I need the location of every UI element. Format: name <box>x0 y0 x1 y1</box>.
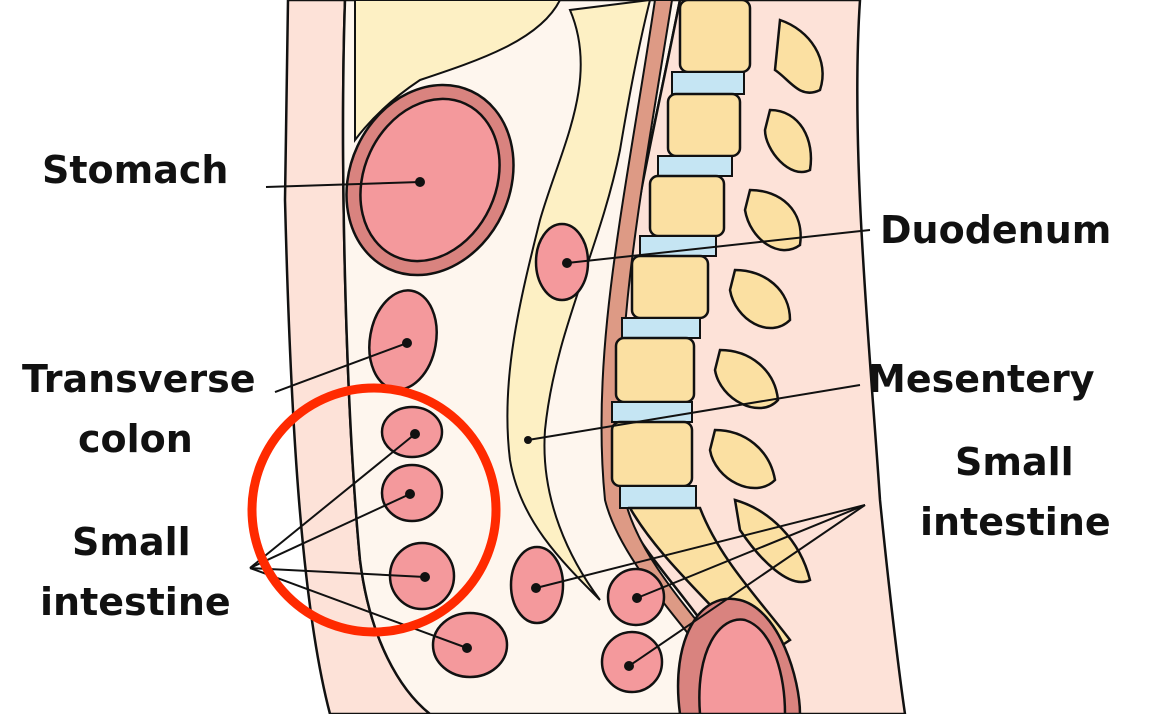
pointer-dots <box>402 177 642 671</box>
label-mesentery: Mesentery <box>868 357 1095 401</box>
label-transverse-colon-line1: Transverse <box>22 357 255 401</box>
rectum <box>676 597 802 714</box>
leader-lines <box>249 181 871 667</box>
duodenum <box>534 222 590 302</box>
omentum-fat <box>354 0 562 143</box>
label-small-intestine-left-line1: Small <box>72 520 191 564</box>
label-small-intestine-right-line2: intestine <box>920 500 1111 544</box>
label-small-intestine-right-line1: Small <box>955 440 1074 484</box>
label-small-intestine-left-line2: intestine <box>40 580 231 624</box>
label-duodenum: Duodenum <box>880 208 1111 252</box>
label-transverse-colon-line2: colon <box>78 417 193 461</box>
highlight-circle <box>247 383 501 637</box>
label-stomach: Stomach <box>42 148 228 192</box>
mesentery-fat <box>506 0 652 601</box>
stomach <box>345 83 515 277</box>
